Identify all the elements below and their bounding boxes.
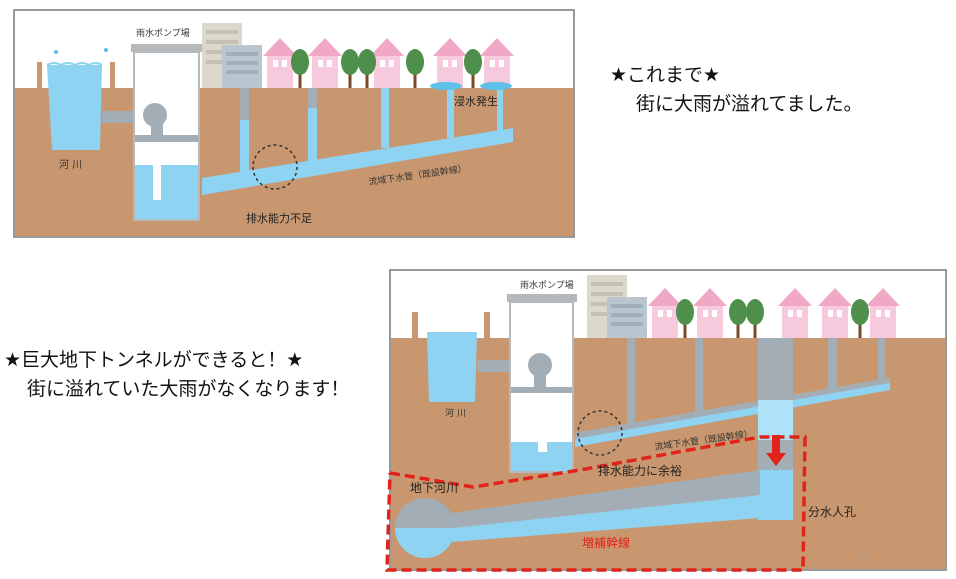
pump-station-label: 雨水ポンプ場	[136, 27, 190, 39]
tree-icon	[341, 49, 359, 88]
reinforcement-line-label: 増補幹線	[582, 535, 630, 550]
down-arrow-icon	[766, 435, 786, 466]
pump-station	[507, 294, 577, 473]
house-icon	[370, 38, 404, 88]
house-icon	[866, 288, 900, 338]
underground-river-label: 地下河川	[410, 481, 458, 495]
tree-icon	[464, 49, 482, 88]
river	[412, 312, 490, 402]
diversion-manhole-label: 分水人孔	[808, 505, 856, 519]
flooding-splash	[430, 82, 512, 90]
after-heading: ★巨大地下トンネルができると！★	[4, 349, 304, 371]
capacity-marker	[577, 410, 623, 456]
diversion-manhole	[758, 338, 793, 520]
buildings	[202, 23, 262, 88]
tree-icon	[358, 49, 376, 88]
sewer-pipes	[202, 88, 513, 195]
house-icon	[818, 288, 852, 338]
buildings	[587, 275, 647, 338]
river-label: 河 川	[445, 407, 466, 419]
after-subtext: 街に溢れていた大雨がなくなります！	[27, 378, 350, 400]
house-icon	[693, 288, 727, 338]
river	[37, 48, 115, 150]
page-number: 8	[860, 552, 867, 565]
tree-icon	[729, 299, 747, 338]
tree-icon	[746, 299, 764, 338]
flooding-label: 浸水発生	[454, 94, 498, 108]
house-icon	[480, 38, 514, 88]
house-icon	[263, 38, 297, 88]
house-icon	[648, 288, 682, 338]
house-icon	[308, 38, 342, 88]
tree-icon	[676, 299, 694, 338]
before-diagram: 雨水ポンプ場 河 川 排水能力不足 流域下水管（既設幹線） 浸水発生	[13, 9, 575, 238]
pump-station	[131, 44, 202, 221]
tree-icon	[406, 49, 424, 88]
pump-station-label: 雨水ポンプ場	[520, 279, 574, 291]
river-label: 河 川	[59, 159, 82, 171]
after-diagram: 雨水ポンプ場 河 川 流域下水管（既設幹線） 排水能力に余裕 地下河川 増補幹線…	[385, 269, 947, 572]
sewer-pipes	[575, 338, 890, 447]
capacity-label: 排水能力に余裕	[598, 463, 682, 478]
tree-icon	[851, 299, 869, 338]
before-subtext: 街に大雨が溢れてました。	[636, 93, 863, 115]
house-icon	[778, 288, 812, 338]
capacity-label: 排水能力不足	[246, 211, 312, 225]
reinforcement-tunnel	[395, 470, 760, 558]
before-heading: ★これまで★	[610, 64, 721, 86]
tree-icon	[291, 49, 309, 88]
underground-river-outline	[385, 435, 807, 572]
bottleneck-marker	[252, 144, 298, 190]
